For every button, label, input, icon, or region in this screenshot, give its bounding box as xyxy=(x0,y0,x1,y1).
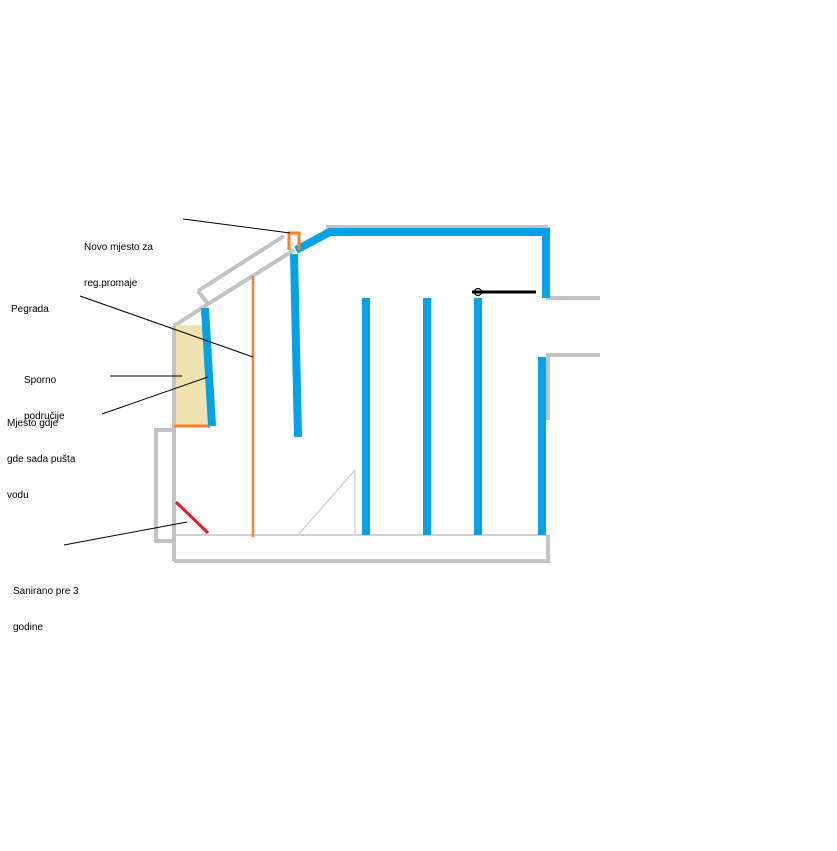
draught-regulator-box xyxy=(287,231,301,250)
water-channels xyxy=(201,228,550,535)
leader-novo-mjesto xyxy=(182,218,291,234)
label-sanirano-line2: godine xyxy=(13,622,44,633)
leader-lines xyxy=(63,218,291,546)
label-novo-mjesto-line2: reg.promaje xyxy=(84,278,138,289)
repaired-segment xyxy=(174,500,210,535)
label-mjesto-line3: vodu xyxy=(7,490,29,501)
label-mjesto-line1: Mjesto gdje xyxy=(7,418,59,429)
label-mjesto-line2: gde sada pušta xyxy=(7,454,76,465)
leader-mjesto xyxy=(101,376,209,415)
label-pegrada: Pegrada xyxy=(11,280,49,328)
label-novo-mjesto-line1: Novo mjesto za xyxy=(84,242,153,253)
label-sporno-line2: područije xyxy=(24,411,65,422)
label-sanirano-line1: Sanirano pre 3 xyxy=(13,586,79,597)
inner-triangle xyxy=(297,469,356,536)
regulator-handle xyxy=(472,287,536,297)
label-mjesto: Mjesto gdje gde sada pušta vodu xyxy=(7,394,75,514)
label-sanirano: Sanirano pre 3 godine xyxy=(13,562,79,646)
label-novo-mjesto: Novo mjesto za reg.promaje xyxy=(84,218,153,302)
label-sporno-line1: Sporno xyxy=(24,375,57,386)
label-sporno: Sporno područije xyxy=(24,351,65,435)
label-pegrada-text: Pegrada xyxy=(11,304,49,315)
leader-pegrada xyxy=(79,295,254,358)
leader-sanirano xyxy=(63,521,188,546)
